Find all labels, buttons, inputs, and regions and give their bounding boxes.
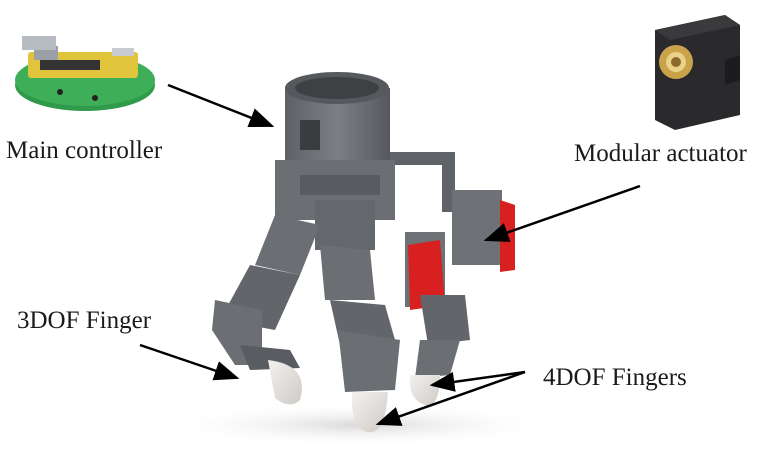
arrow-4dof-finger-b	[375, 370, 526, 426]
arrow-3dof-finger	[139, 343, 240, 381]
modular-actuator	[655, 15, 740, 130]
arrow-4dof-finger-a	[429, 370, 526, 392]
label-4dof-fingers: 4DOF Fingers	[543, 364, 687, 391]
arrow-modular-actuator	[483, 184, 641, 242]
label-modular-actuator: Modular actuator	[574, 140, 747, 167]
gripper-assembly	[212, 72, 515, 433]
label-main-controller: Main controller	[6, 137, 163, 164]
arrow-main-controller	[167, 83, 275, 128]
main-controller-board	[15, 36, 155, 111]
label-3dof-finger: 3DOF Finger	[17, 307, 152, 334]
